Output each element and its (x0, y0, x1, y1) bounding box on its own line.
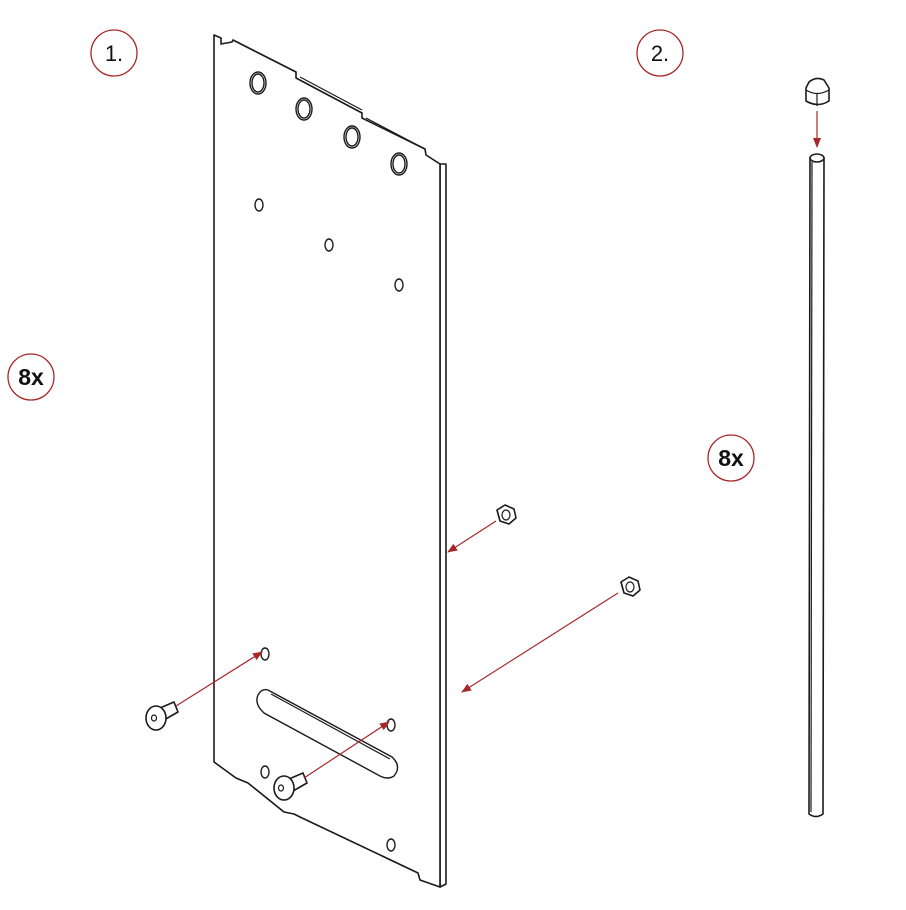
mounting-plate-icon (213, 34, 447, 888)
step-1-label: 1. (105, 41, 123, 66)
assembly-arrow-icon (303, 721, 390, 779)
assembly-arrow-icon (447, 520, 497, 553)
quantity-label-right: 8x (718, 445, 744, 471)
step-2-badge: 2. (636, 29, 684, 77)
button-head-screw-icon (145, 701, 179, 731)
quantity-badge-right: 8x (707, 434, 755, 482)
step-1-badge: 1. (90, 29, 138, 77)
step-2-label: 2. (651, 41, 669, 66)
quantity-badge-left: 8x (7, 353, 55, 401)
assembly-arrow-icon (461, 592, 619, 693)
assembly-arrow-icon (175, 651, 263, 707)
plate-slot (256, 688, 399, 779)
hex-nut-icon (620, 576, 641, 597)
hex-nut-icon (496, 504, 517, 525)
threaded-rod-icon (808, 153, 825, 818)
quantity-label-left: 8x (18, 364, 44, 390)
cap-nut-icon (805, 77, 830, 106)
button-head-screw-icon (273, 772, 308, 801)
